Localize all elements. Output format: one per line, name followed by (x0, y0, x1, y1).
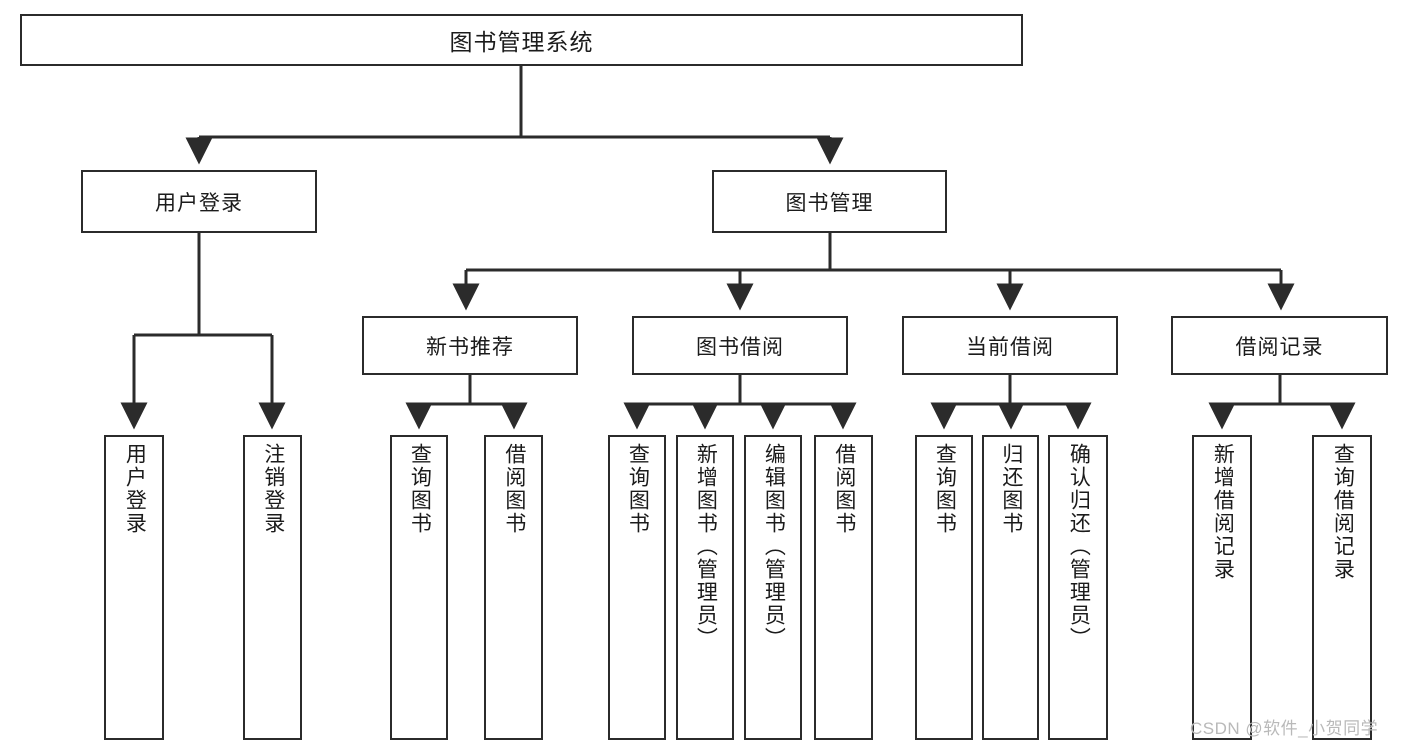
node-current-borrow-label: 当前借阅 (966, 335, 1054, 359)
node-leaf-query-book-2[interactable]: 查询图书 (608, 435, 666, 740)
node-leaf-add-book-admin-label: 新增图书（管理员） (694, 443, 718, 650)
node-leaf-user-login-label: 用户登录 (123, 443, 147, 535)
node-leaf-add-borrow-record-label: 新增借阅记录 (1211, 443, 1235, 581)
node-borrow-record-label: 借阅记录 (1235, 335, 1324, 359)
node-book-management[interactable]: 图书管理 (712, 170, 947, 233)
node-book-management-label: 图书管理 (785, 191, 874, 215)
node-leaf-query-book-3[interactable]: 查询图书 (915, 435, 973, 740)
node-current-borrow[interactable]: 当前借阅 (902, 316, 1118, 375)
node-leaf-user-login[interactable]: 用户登录 (104, 435, 164, 740)
node-leaf-return-book[interactable]: 归还图书 (982, 435, 1039, 740)
node-borrow-record[interactable]: 借阅记录 (1171, 316, 1388, 375)
node-leaf-query-borrow-record[interactable]: 查询借阅记录 (1312, 435, 1372, 740)
node-leaf-query-book-1[interactable]: 查询图书 (390, 435, 448, 740)
node-leaf-query-book-2-label: 查询图书 (626, 443, 650, 535)
node-leaf-borrow-book-2[interactable]: 借阅图书 (814, 435, 873, 740)
node-new-book-recommend-label: 新书推荐 (426, 335, 514, 359)
node-leaf-user-logout-label: 注销登录 (261, 443, 285, 535)
node-book-borrow[interactable]: 图书借阅 (632, 316, 848, 375)
node-leaf-confirm-return-admin-label: 确认归还（管理员） (1067, 443, 1091, 650)
node-leaf-add-borrow-record[interactable]: 新增借阅记录 (1192, 435, 1252, 740)
node-leaf-edit-book-admin[interactable]: 编辑图书（管理员） (744, 435, 802, 740)
node-root[interactable]: 图书管理系统 (20, 14, 1023, 66)
node-leaf-return-book-label: 归还图书 (999, 443, 1023, 535)
node-book-borrow-label: 图书借阅 (696, 335, 784, 359)
node-leaf-query-borrow-record-label: 查询借阅记录 (1331, 443, 1355, 581)
node-leaf-query-book-3-label: 查询图书 (933, 443, 957, 535)
node-leaf-query-book-1-label: 查询图书 (408, 443, 432, 535)
node-root-label: 图书管理系统 (449, 29, 594, 55)
watermark-text: CSDN @软件_小贺同学 (1190, 719, 1379, 738)
node-leaf-edit-book-admin-label: 编辑图书（管理员） (762, 443, 786, 650)
node-leaf-borrow-book-1-label: 借阅图书 (502, 443, 526, 535)
node-user-login-label: 用户登录 (155, 191, 243, 215)
node-leaf-add-book-admin[interactable]: 新增图书（管理员） (676, 435, 734, 740)
node-leaf-borrow-book-1[interactable]: 借阅图书 (484, 435, 543, 740)
node-user-login[interactable]: 用户登录 (81, 170, 317, 233)
node-leaf-user-logout[interactable]: 注销登录 (243, 435, 302, 740)
node-leaf-confirm-return-admin[interactable]: 确认归还（管理员） (1048, 435, 1108, 740)
node-new-book-recommend[interactable]: 新书推荐 (362, 316, 578, 375)
node-leaf-borrow-book-2-label: 借阅图书 (832, 443, 856, 535)
